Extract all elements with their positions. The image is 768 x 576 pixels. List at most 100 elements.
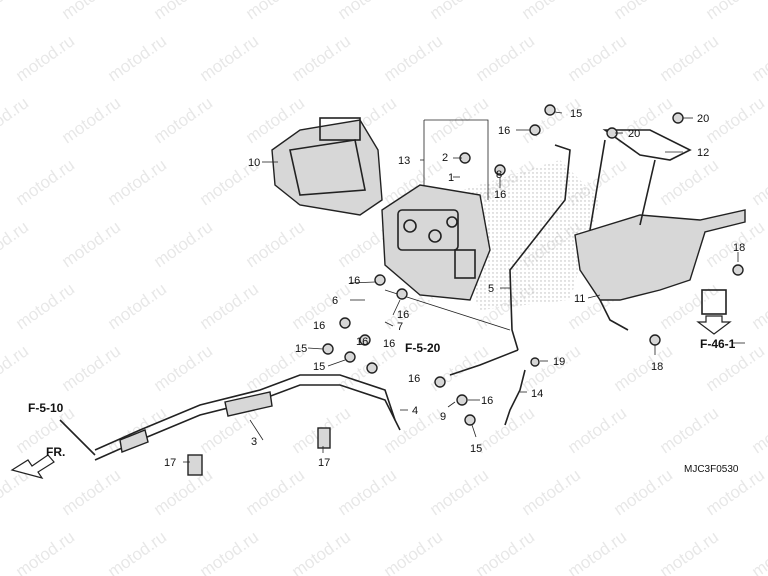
watermark-text: motod.ru [472, 527, 538, 576]
watermark-text: motod.ru [0, 93, 32, 147]
watermark-text: motod.ru [656, 527, 722, 576]
watermark-text: motod.ru [702, 93, 768, 147]
callout-16-f: 16 [408, 373, 420, 385]
callout-18-right: 18 [733, 242, 745, 254]
watermark-text: motod.ru [564, 403, 630, 457]
callout-17-right: 17 [318, 457, 330, 469]
watermark-text: motod.ru [12, 31, 78, 85]
watermark-text: motod.ru [288, 31, 354, 85]
watermark-text: motod.ru [150, 217, 216, 271]
watermark-text: motod.ru [0, 341, 32, 395]
callout-19: 19 [553, 356, 565, 368]
watermark-text: motod.ru [150, 93, 216, 147]
callout-16-top: 16 [498, 125, 510, 137]
watermark-text: motod.ru [196, 527, 262, 576]
watermark-text: motod.ru [242, 0, 308, 23]
callout-3: 3 [251, 436, 257, 448]
front-direction-arrow: FR. [10, 445, 65, 479]
watermark-text: motod.ru [58, 465, 124, 519]
watermark-text: motod.ru [610, 465, 676, 519]
reference-f-5-10[interactable]: F-5-10 [28, 401, 64, 415]
callout-15-b: 15 [313, 361, 325, 373]
callout-1: 1 [448, 172, 454, 184]
callout-17-left: 17 [164, 457, 176, 469]
clamp-part-17-right [317, 427, 331, 449]
callout-10: 10 [248, 157, 260, 169]
callout-7: 7 [397, 321, 403, 333]
watermark-text: motod.ru [610, 0, 676, 23]
watermark-text: motod.ru [58, 0, 124, 23]
watermark-text: motod.ru [518, 93, 584, 147]
watermark-text: motod.ru [748, 403, 768, 457]
callout-14: 14 [531, 388, 543, 400]
callout-2: 2 [442, 152, 448, 164]
bracket-part-11 [574, 129, 746, 331]
watermark-text: motod.ru [104, 527, 170, 576]
watermark-text: motod.ru [610, 341, 676, 395]
watermark-text: motod.ru [104, 403, 170, 457]
callout-20-left: 20 [628, 128, 640, 140]
callout-13: 13 [398, 155, 410, 167]
callout-16-a: 16 [348, 275, 360, 287]
watermark-text: motod.ru [518, 0, 584, 23]
watermark-text: motod.ru [242, 217, 308, 271]
cover-part-10 [271, 117, 383, 216]
callout-16-c: 16 [313, 320, 325, 332]
watermark-text: motod.ru [610, 93, 676, 147]
watermark-text: motod.ru [518, 341, 584, 395]
watermark-text: motod.ru [104, 155, 170, 209]
watermark-text: motod.ru [656, 403, 722, 457]
callout-15-a: 15 [295, 343, 307, 355]
watermark-text: motod.ru [196, 31, 262, 85]
watermark-text: motod.ru [564, 31, 630, 85]
watermark-text: motod.ru [748, 527, 768, 576]
watermark-text: motod.ru [334, 0, 400, 23]
watermark-text: motod.ru [748, 155, 768, 209]
watermark-text: motod.ru [58, 93, 124, 147]
callout-16-e: 16 [383, 338, 395, 350]
watermark-text: motod.ru [12, 527, 78, 576]
fasteners [322, 104, 744, 426]
watermark-text: motod.ru [702, 0, 768, 23]
callout-16-b: 16 [397, 309, 409, 321]
brake-pipe-part-3 [59, 374, 401, 461]
watermark-text: motod.ru [380, 527, 446, 576]
watermark-text: motod.ru [426, 465, 492, 519]
watermark-text: motod.ru [748, 279, 768, 333]
brake-pipe-part-5 [449, 144, 571, 376]
callout-9: 9 [440, 411, 446, 423]
watermark-text: motod.ru [0, 217, 32, 271]
callout-20-right: 20 [697, 113, 709, 125]
watermark-text: motod.ru [196, 279, 262, 333]
watermark-text: motod.ru [242, 465, 308, 519]
callouts: 1 2 3 4 5 6 7 8 9 10 11 12 13 14 15 16 1… [164, 108, 745, 469]
watermark-text: motod.ru [12, 155, 78, 209]
callout-15-top: 15 [570, 108, 582, 120]
watermark-text: motod.ru [288, 527, 354, 576]
reference-f-46-1[interactable]: F-46-1 [700, 337, 736, 351]
hose-part-14 [504, 369, 526, 426]
watermark-text: motod.ru [426, 0, 492, 23]
callout-8-top: 8 [496, 169, 502, 181]
watermark-text: motod.ru [150, 465, 216, 519]
callout-15-c: 15 [470, 443, 482, 455]
watermark-text: motod.ru [104, 279, 170, 333]
watermark-text: motod.ru [564, 527, 630, 576]
clamp-part-17-left [187, 454, 203, 476]
callout-16-d: 16 [356, 336, 368, 348]
callout-18-bottom: 18 [651, 361, 663, 373]
diagram-code: MJC3F0530 [684, 464, 739, 475]
callout-5: 5 [488, 283, 494, 295]
callout-4: 4 [412, 405, 418, 417]
watermark-text: motod.ru [12, 279, 78, 333]
watermark-text: motod.ru [0, 0, 32, 23]
reference-f-5-20[interactable]: F-5-20 [405, 341, 441, 355]
watermark-text: motod.ru [58, 341, 124, 395]
watermark-text: motod.ru [748, 31, 768, 85]
watermark-text: motod.ru [334, 465, 400, 519]
watermark-text: motod.ru [104, 31, 170, 85]
callout-11: 11 [574, 293, 585, 305]
watermark-text: motod.ru [150, 341, 216, 395]
callout-6: 6 [332, 295, 338, 307]
